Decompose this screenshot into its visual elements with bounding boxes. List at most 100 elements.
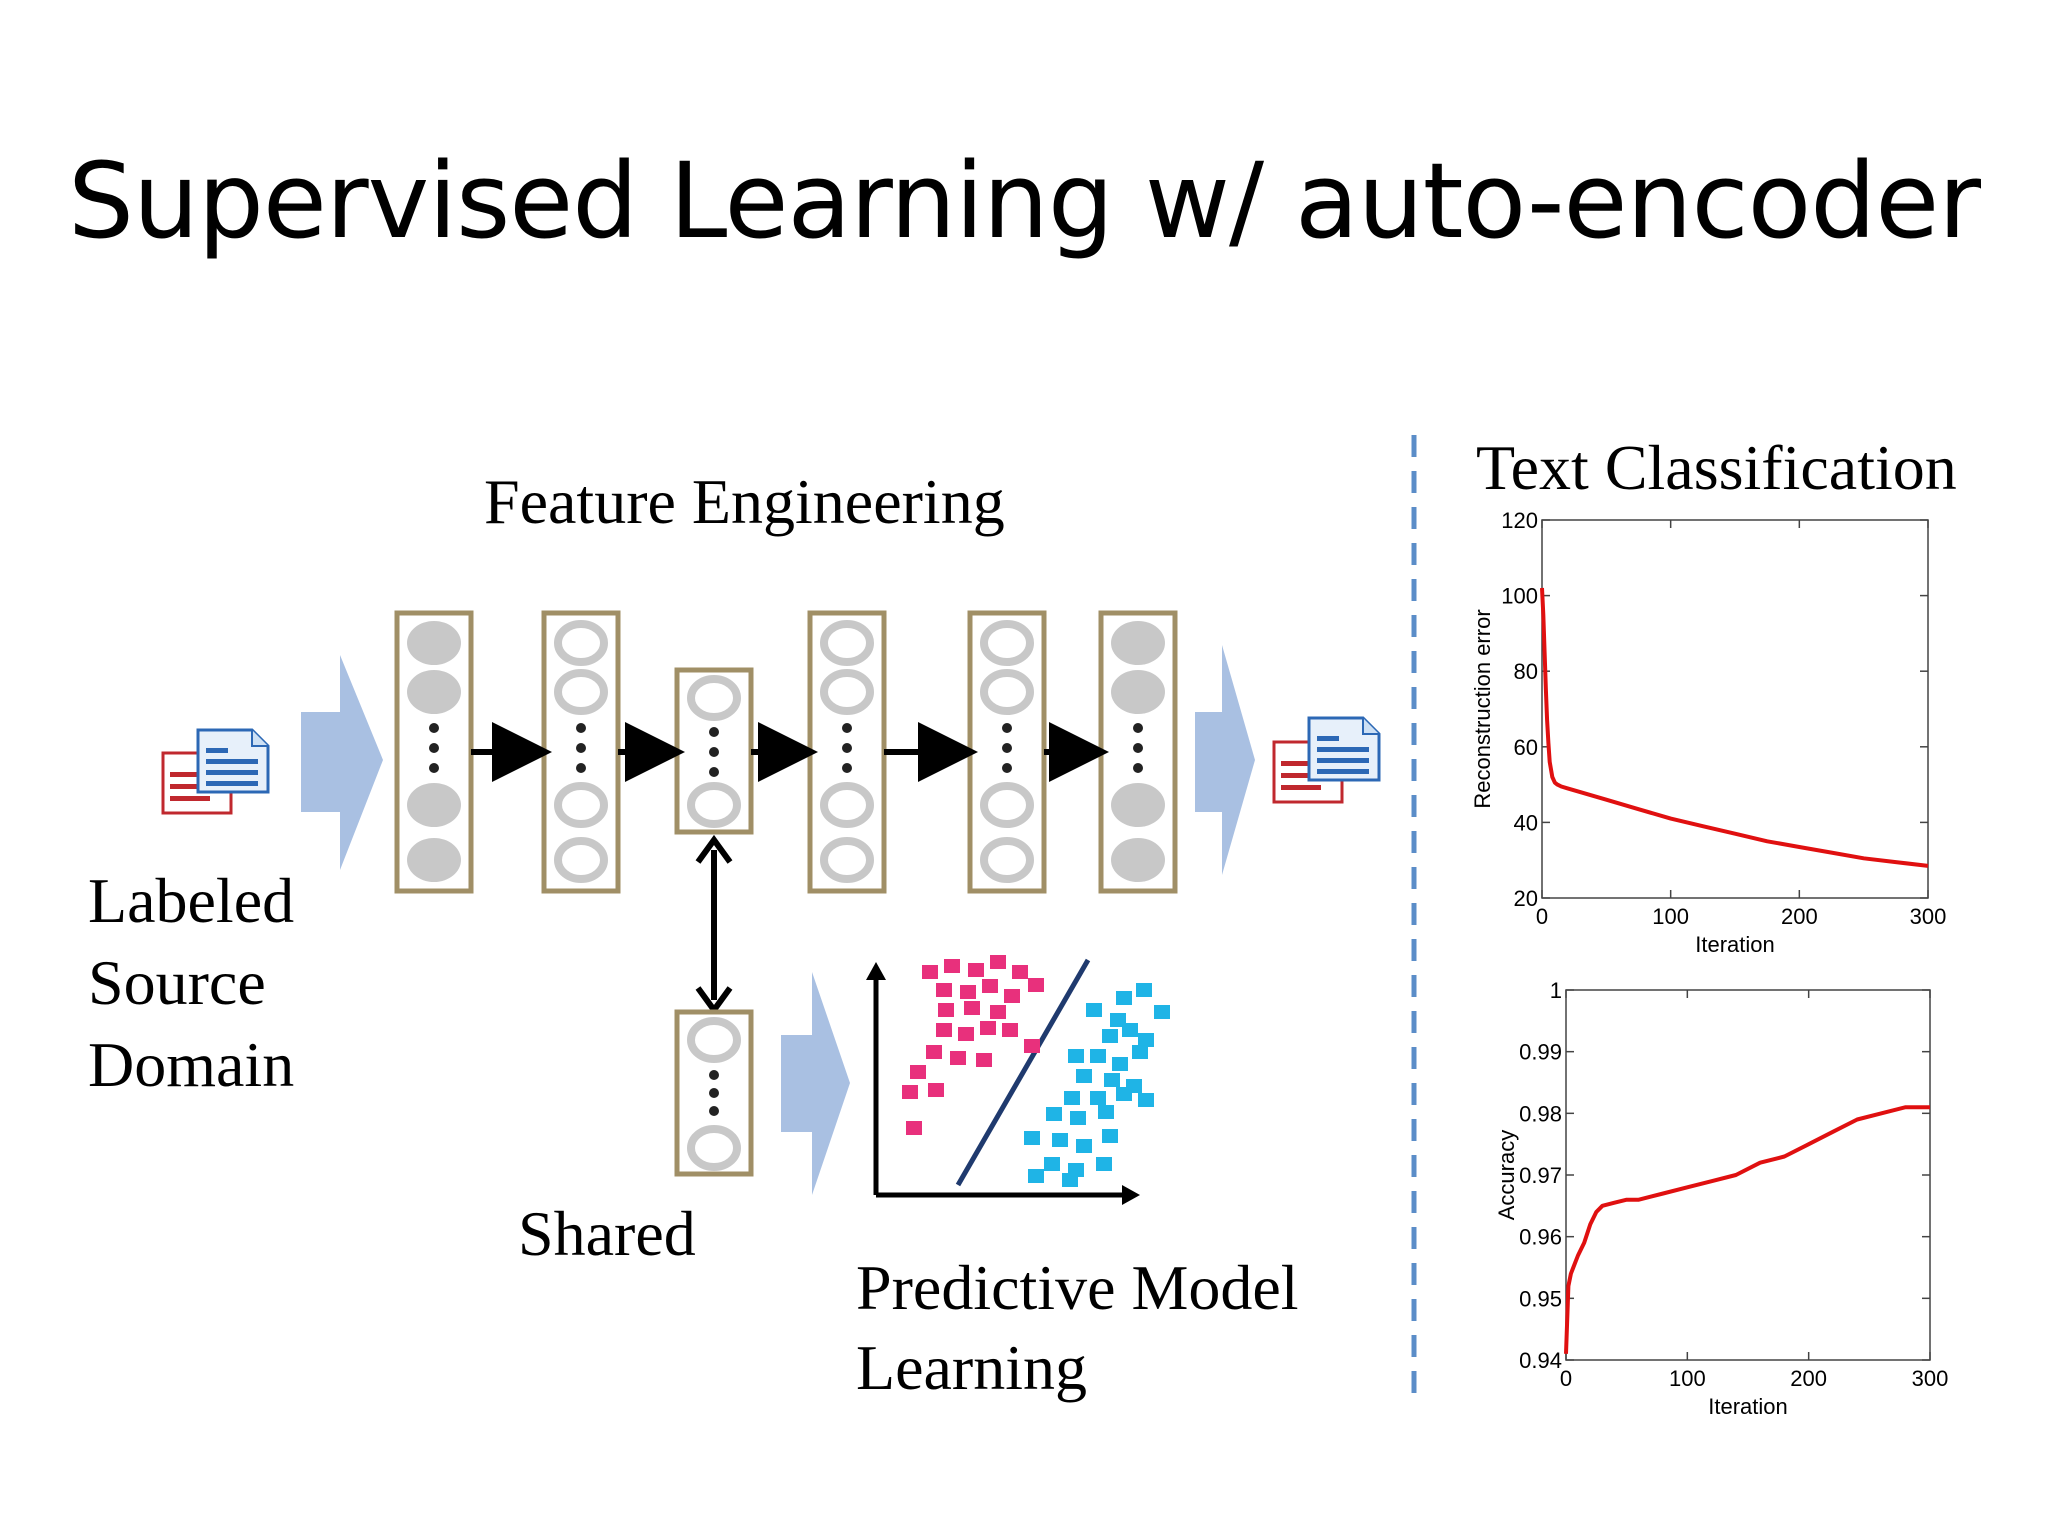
series-line: [1540, 587, 1929, 868]
class-a-point: [936, 983, 952, 997]
x-tick-label: 300: [1910, 904, 1947, 929]
input-document-icon: [161, 728, 270, 815]
class-a-point: [976, 1053, 992, 1067]
class-a-points: [902, 955, 1044, 1135]
y-tick-label: 0.94: [1519, 1348, 1562, 1373]
source-domain-label: Labeled Source Domain: [88, 860, 294, 1106]
text-classification-label: Text Classification: [1476, 436, 1957, 492]
source-label-line: Labeled: [88, 865, 295, 936]
class-a-point: [950, 1051, 966, 1065]
predictive-label-line: Learning: [856, 1332, 1087, 1403]
class-b-point: [1028, 1169, 1044, 1183]
class-b-point: [1102, 1129, 1118, 1143]
shared-label: Shared: [518, 1198, 696, 1269]
y-axis-label: Accuracy: [1494, 1130, 1519, 1220]
class-a-point: [1024, 1039, 1040, 1053]
classification-scatter: [866, 955, 1170, 1205]
class-a-point: [936, 1023, 952, 1037]
x-axis-label: Iteration: [1708, 1394, 1788, 1419]
class-a-point: [944, 959, 960, 973]
predictive-model-label: Predictive Model Learning: [856, 1248, 1299, 1408]
class-a-point: [938, 1003, 954, 1017]
class-b-point: [1062, 1173, 1078, 1187]
class-a-point: [1004, 989, 1020, 1003]
class-b-point: [1098, 1105, 1114, 1119]
y-tick-label: 40: [1514, 810, 1538, 835]
slide-title: Supervised Learning w/ auto-encoder: [67, 140, 1981, 262]
x-tick-label: 100: [1652, 904, 1689, 929]
predictive-arrow: [781, 972, 850, 1195]
class-b-point: [1138, 1033, 1154, 1047]
class-a-point: [958, 1027, 974, 1041]
class-b-point: [1138, 1093, 1154, 1107]
y-tick-label: 0.99: [1519, 1040, 1562, 1065]
class-b-point: [1046, 1107, 1062, 1121]
class-b-point: [1070, 1111, 1086, 1125]
decoder-layer-1: [807, 610, 887, 894]
class-b-point: [1044, 1157, 1060, 1171]
class-b-point: [1064, 1091, 1080, 1105]
class-a-point: [980, 1021, 996, 1035]
x-tick-label: 0: [1536, 904, 1548, 929]
class-b-point: [1132, 1045, 1148, 1059]
shared-bidirectional-arrow: [695, 834, 733, 1016]
y-tick-label: 20: [1514, 886, 1538, 911]
class-b-point: [1024, 1131, 1040, 1145]
class-a-point: [1028, 978, 1044, 992]
y-tick-label: 60: [1514, 735, 1538, 760]
class-a-point: [926, 1045, 942, 1059]
class-b-point: [1096, 1157, 1112, 1171]
output-layer: [1098, 610, 1178, 894]
x-tick-label: 0: [1560, 1366, 1572, 1391]
plot-area: [1541, 519, 1929, 899]
plot-area: [1565, 989, 1931, 1361]
class-a-point: [910, 1065, 926, 1079]
class-b-point: [1052, 1133, 1068, 1147]
class-b-point: [1112, 1057, 1128, 1071]
class-b-point: [1102, 1029, 1118, 1043]
class-b-point: [1068, 1049, 1084, 1063]
class-b-point: [1116, 1087, 1132, 1101]
class-a-point: [1012, 965, 1028, 979]
class-b-point: [1076, 1139, 1092, 1153]
class-a-point: [990, 1005, 1006, 1019]
class-b-point: [1090, 1091, 1106, 1105]
shared-layer: [674, 1009, 754, 1177]
y-tick-label: 0.97: [1519, 1163, 1562, 1188]
class-a-point: [1002, 1023, 1018, 1037]
class-b-point: [1090, 1049, 1106, 1063]
class-a-point: [902, 1085, 918, 1099]
class-b-point: [1154, 1005, 1170, 1019]
class-a-point: [922, 965, 938, 979]
y-axis-label: Reconstruction error: [1470, 609, 1495, 808]
x-axis-label: Iteration: [1695, 932, 1775, 957]
class-b-points: [1024, 983, 1170, 1187]
class-b-point: [1122, 1023, 1138, 1037]
y-tick-label: 0.98: [1519, 1101, 1562, 1126]
class-b-point: [1116, 991, 1132, 1005]
x-tick-label: 100: [1669, 1366, 1706, 1391]
class-a-point: [990, 955, 1006, 969]
class-b-point: [1086, 1003, 1102, 1017]
output-arrow: [1195, 645, 1255, 875]
encoder-layer-1: [394, 610, 474, 894]
source-label-line: Domain: [88, 1029, 295, 1100]
class-a-point: [964, 1001, 980, 1015]
output-document-icon: [1272, 716, 1381, 804]
predictive-label-line: Predictive Model: [856, 1252, 1299, 1323]
decoder-layer-2: [967, 610, 1047, 894]
x-tick-label: 200: [1781, 904, 1818, 929]
class-b-point: [1076, 1069, 1092, 1083]
class-a-point: [928, 1083, 944, 1097]
class-a-point: [982, 979, 998, 993]
bottleneck-layer: [674, 667, 754, 835]
class-a-point: [960, 985, 976, 999]
series-line: [1564, 1105, 1930, 1354]
source-label-line: Source: [88, 947, 266, 1018]
class-a-point: [906, 1121, 922, 1135]
input-arrow: [301, 655, 383, 870]
